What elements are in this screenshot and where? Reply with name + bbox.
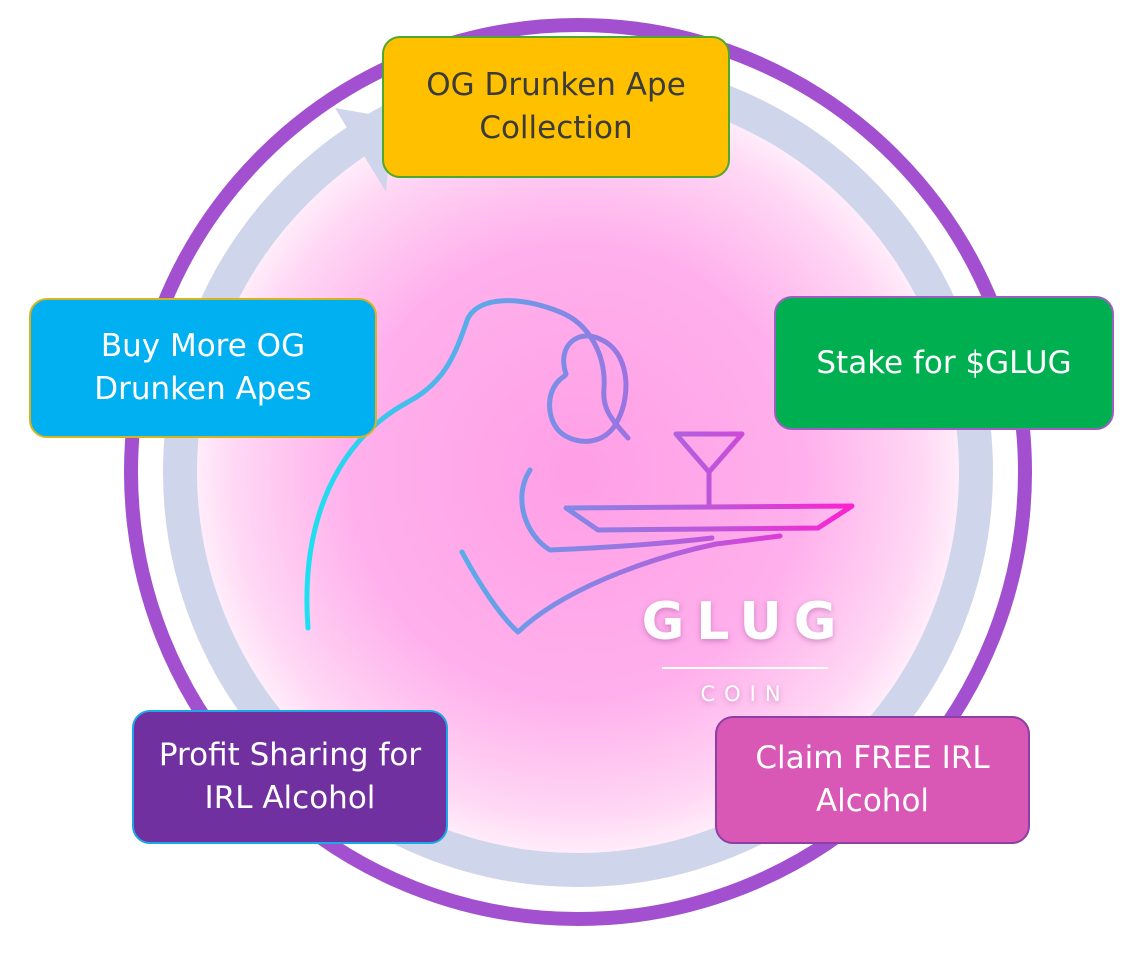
cycle-arrowhead [335,108,392,192]
center-glow [163,57,993,887]
step-buy-more-label: Buy More OG Drunken Apes [94,328,312,407]
logo-wordmark: GLUG [641,592,849,652]
step-claim-alcohol: Claim FREE IRL Alcohol [715,716,1030,844]
ape-inner-arm [519,467,715,553]
martini-glass-icon [673,431,745,507]
step-stake-glug-label: Stake for $GLUG [816,344,1072,381]
step-stake-glug: Stake for $GLUG [774,296,1114,430]
serving-tray [563,503,855,533]
ape-back-outline [304,298,631,631]
step-og-collection: OG Drunken Ape Collection [382,36,730,178]
ape-head-outline [547,333,629,444]
step-buy-more: Buy More OG Drunken Apes [29,298,377,438]
logo-subtitle: COIN [700,682,790,706]
step-profit-sharing-label: Profit Sharing for IRL Alcohol [158,737,422,816]
ape-logo-icon [304,298,855,635]
step-og-collection-label: OG Drunken Ape Collection [426,67,686,146]
step-profit-sharing: Profit Sharing for IRL Alcohol [132,710,448,844]
step-claim-alcohol-label: Claim FREE IRL Alcohol [755,740,990,819]
ape-arm-outline [459,533,783,635]
